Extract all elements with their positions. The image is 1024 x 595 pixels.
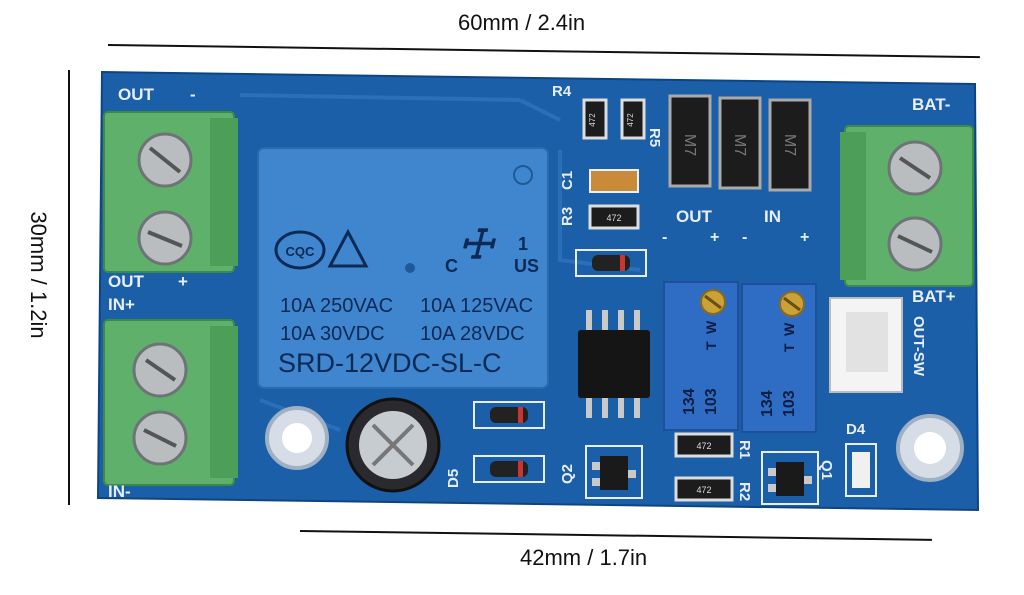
capacitor-c1	[589, 169, 639, 193]
svg-text:472: 472	[696, 485, 711, 495]
diode-m7-1: M7	[668, 94, 712, 188]
label-out-plus-sign: +	[178, 272, 188, 291]
mounting-hole-left	[265, 406, 329, 470]
resistor-r4: 472	[582, 98, 608, 140]
relay-rating-1a: 10A 250VAC	[280, 295, 393, 317]
svg-text:M7: M7	[681, 134, 698, 156]
svg-text:103: 103	[703, 388, 720, 415]
diode-small-top	[575, 249, 647, 277]
dimension-top-label: 60mm / 2.4in	[458, 10, 586, 35]
relay-ul-one: 1	[518, 234, 528, 254]
label-q2: Q2	[559, 464, 576, 484]
svg-text:134: 134	[681, 388, 698, 415]
resistor-r1: 472	[674, 432, 734, 458]
diode-d5	[473, 455, 545, 483]
transistor-q2	[585, 445, 643, 499]
relay-ul-us: US	[514, 256, 539, 276]
resistor-r2: 472	[674, 476, 734, 502]
transistor-q1	[761, 451, 819, 505]
svg-text:☩: ☩	[458, 223, 496, 267]
diode-m7-2: M7	[718, 96, 762, 190]
label-in-plus: IN+	[108, 295, 135, 314]
potentiometer-in: T W 134 103	[741, 283, 817, 433]
svg-text:472: 472	[588, 113, 597, 127]
svg-text:M7: M7	[781, 134, 798, 156]
label-r4: R4	[552, 83, 572, 100]
svg-text:T: T	[703, 341, 719, 350]
relay-model: SRD-12VDC-SL-C	[278, 348, 502, 378]
mounting-hole-right	[896, 414, 964, 482]
ic-chip	[578, 310, 650, 418]
label-pot-minus-2: -	[742, 229, 747, 246]
svg-text:472: 472	[626, 113, 635, 127]
led-d4	[845, 443, 877, 497]
resistor-r5: 472	[620, 98, 646, 140]
svg-text:M7: M7	[731, 134, 748, 156]
label-out-sw: OUT-SW	[910, 316, 927, 377]
label-pot-minus-1: -	[662, 229, 667, 246]
label-in-minus: IN-	[108, 482, 131, 501]
relay: CQC C ☩ 1 US 10A 250VAC 10A 125VAC 10A 3…	[257, 147, 549, 389]
svg-text:472: 472	[606, 213, 621, 223]
diode-small-mid	[473, 401, 545, 429]
label-out-plus: OUT	[108, 272, 145, 291]
relay-rating-2b: 10A 28VDC	[420, 323, 525, 345]
label-d4: D4	[846, 421, 866, 438]
label-out-top: OUT	[118, 85, 155, 104]
label-q1: Q1	[818, 460, 835, 480]
relay-rating-2a: 10A 30VDC	[280, 323, 385, 345]
label-r5: R5	[646, 128, 663, 147]
potentiometer-out: T W 134 103	[663, 281, 739, 431]
relay-cert-cqc: CQC	[286, 244, 316, 259]
label-r3: R3	[559, 207, 576, 226]
connector-out-sw	[829, 297, 903, 393]
label-pot-in: IN	[764, 207, 781, 226]
diode-m7-3: M7	[768, 98, 812, 192]
dimension-bottom-label: 42mm / 1.7in	[520, 545, 648, 570]
label-r1: R1	[736, 440, 753, 459]
svg-text:103: 103	[781, 390, 798, 417]
svg-text:W: W	[703, 320, 719, 334]
svg-text:134: 134	[759, 390, 776, 417]
label-pot-out: OUT	[676, 207, 713, 226]
label-out-minus-sign: -	[190, 85, 196, 104]
label-c1: C1	[559, 171, 576, 190]
label-pot-plus-2: +	[800, 229, 809, 246]
label-pot-plus-1: +	[710, 229, 719, 246]
relay-ul-c: C	[445, 256, 458, 276]
label-d5: D5	[445, 469, 462, 488]
relay-rating-1b: 10A 125VAC	[420, 295, 533, 317]
svg-text:W: W	[781, 322, 797, 336]
label-bat-minus: BAT-	[912, 95, 950, 114]
label-bat-plus: BAT+	[912, 287, 956, 306]
dimension-left-line	[68, 70, 70, 505]
svg-text:T: T	[781, 343, 797, 352]
electrolytic-capacitor	[345, 397, 441, 493]
terminal-block-bat	[840, 125, 974, 287]
svg-text:472: 472	[696, 441, 711, 451]
terminal-block-in	[103, 319, 238, 486]
terminal-block-out	[103, 111, 238, 273]
resistor-r3: 472	[588, 204, 640, 230]
label-r2: R2	[736, 482, 753, 501]
